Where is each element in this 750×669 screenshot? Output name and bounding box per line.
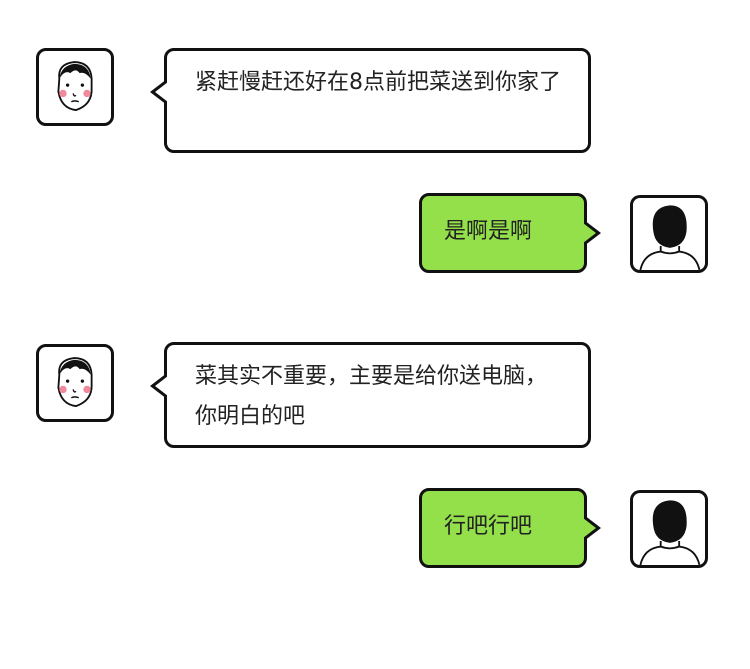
my-avatar[interactable] bbox=[630, 490, 708, 568]
friend-face-icon bbox=[57, 61, 93, 112]
user-back-of-head-icon bbox=[639, 205, 701, 270]
friend-message-bubble[interactable]: 紧赶慢赶还好在8点前把菜送到你家了 bbox=[150, 48, 591, 153]
message-text: 菜其实不重要，主要是给你送电脑，你明白的吧 bbox=[195, 364, 548, 429]
user-back-of-head-icon bbox=[639, 500, 701, 565]
message-text: 行吧行吧 bbox=[444, 514, 533, 539]
friend-face-icon bbox=[57, 357, 93, 408]
friend-avatar[interactable] bbox=[36, 48, 114, 126]
friend-message-bubble[interactable]: 菜其实不重要，主要是给你送电脑，你明白的吧 bbox=[150, 342, 591, 448]
my-message-bubble[interactable]: 行吧行吧 bbox=[419, 488, 601, 568]
friend-avatar[interactable] bbox=[36, 344, 114, 422]
my-message-bubble[interactable]: 是啊是啊 bbox=[419, 193, 601, 273]
message-text: 紧赶慢赶还好在8点前把菜送到你家了 bbox=[195, 70, 561, 95]
message-text: 是啊是啊 bbox=[444, 219, 533, 244]
my-avatar[interactable] bbox=[630, 195, 708, 273]
